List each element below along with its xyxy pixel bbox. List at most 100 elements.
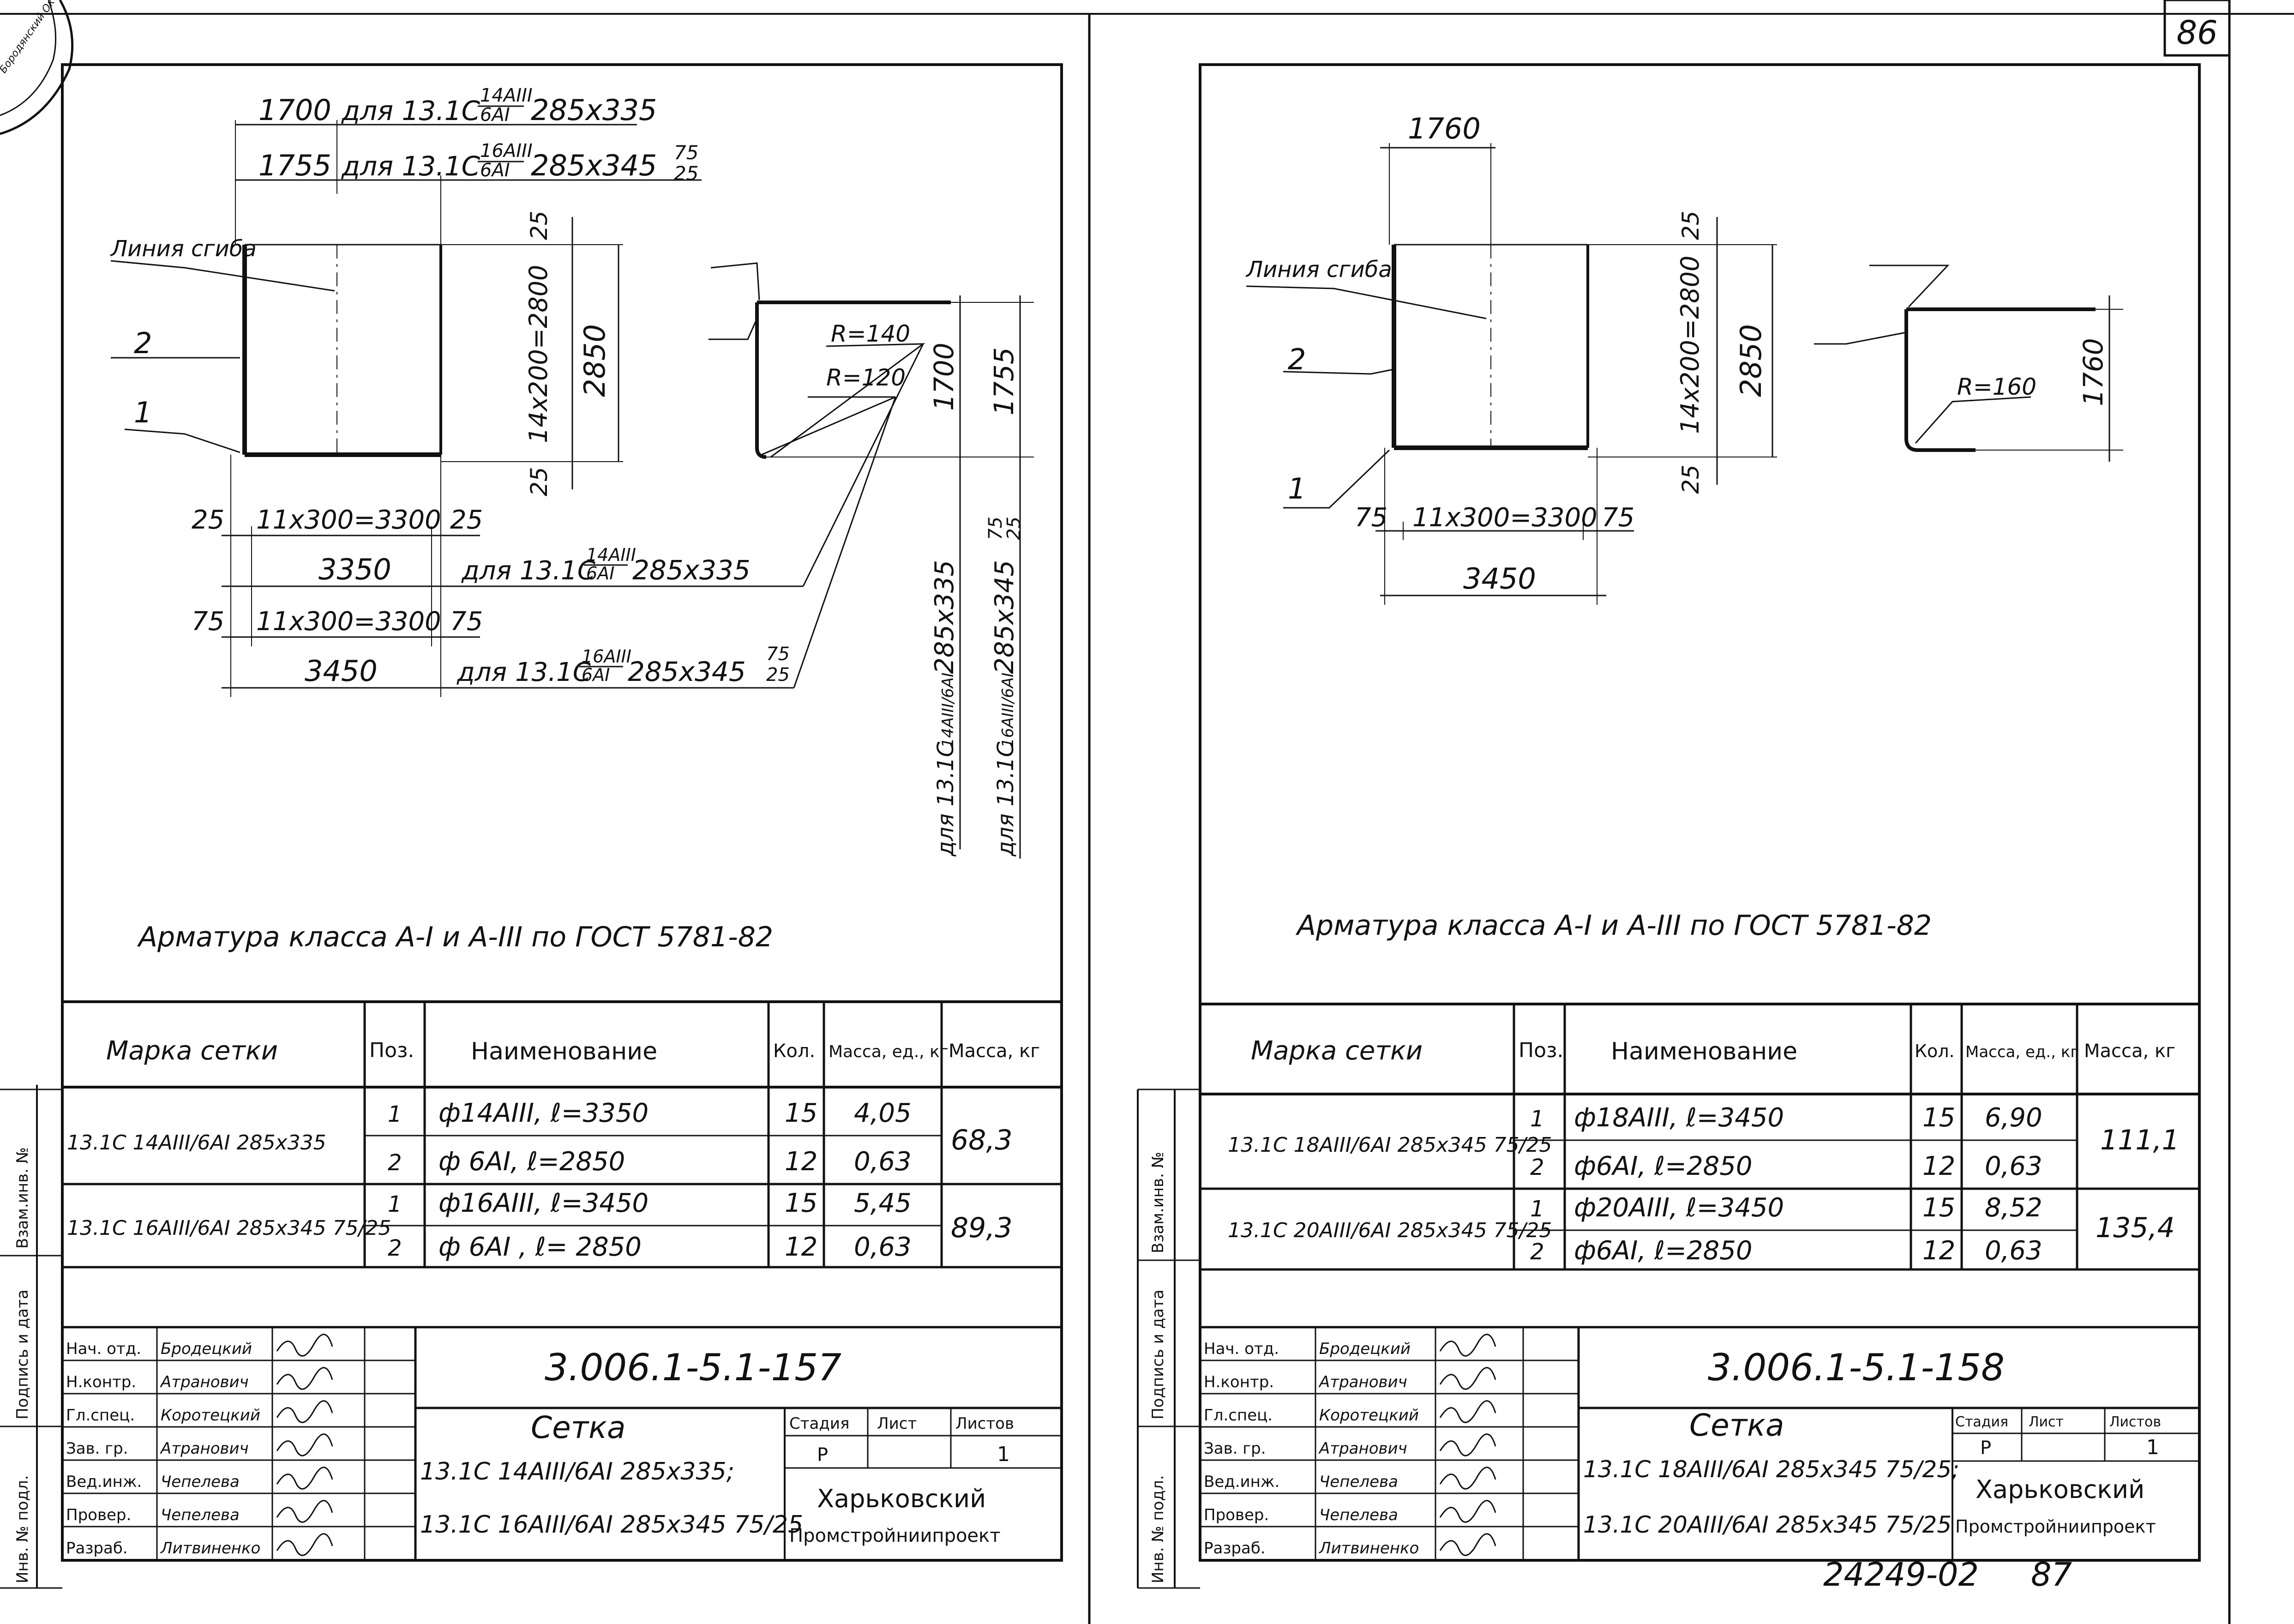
dim-1755-note: для 13.1С <box>341 150 480 182</box>
right-signature-rows: Нач. отд.БродецкийН.контр.АтрановичГл.сп… <box>1200 1334 1579 1561</box>
signature-name: Атранович <box>160 1439 249 1458</box>
signature-name: Атранович <box>1318 1439 1407 1458</box>
left-mesh-drawing <box>110 120 803 697</box>
signature-scribble <box>276 1533 333 1556</box>
r-pos-1: 1 <box>1288 472 1306 505</box>
right-org2: Промстройниипроект <box>1955 1516 2156 1537</box>
r-row2-mass1: 8,52 <box>1985 1193 2042 1223</box>
dim-1700-vert: 1700 <box>928 343 960 411</box>
r-row2-name1: ф20АIII, ℓ=3450 <box>1574 1193 1784 1223</box>
page-number: 86 <box>2176 14 2217 52</box>
signature-name: Чепелева <box>1319 1506 1398 1524</box>
signature-scribble <box>276 1500 333 1523</box>
left-stage-h: Стадия <box>789 1414 849 1433</box>
r-row1-qty1: 15 <box>1922 1103 1955 1133</box>
signature-name: Чепелева <box>1319 1473 1398 1491</box>
left-steel-note: Арматура класса А-I и А-III по ГОСТ 5781… <box>137 921 773 953</box>
left-side-strip: Инв. № подл. Подпись и дата Взам.инв. № <box>0 1085 62 1589</box>
r-dim-2850: 2850 <box>1734 324 1768 397</box>
th-mark: Марка сетки <box>106 1036 278 1066</box>
signature-name: Атранович <box>160 1373 249 1391</box>
corner-stamp: Бородянский Октябрьский <box>0 0 89 135</box>
signature-name: Атранович <box>1318 1373 1407 1391</box>
right-bent-bar-detail <box>1814 265 2123 462</box>
row2-mass1: 5,45 <box>854 1188 912 1218</box>
r-side-inv-podl: Инв. № подл. <box>1149 1475 1167 1583</box>
dim-1700: 1700 <box>258 93 331 127</box>
right-stage: Р <box>1980 1438 1991 1459</box>
pos-2-label: 2 <box>134 326 152 360</box>
left-spec-table: Марка сетки Поз. Наименование Кол. Масса… <box>62 1002 1062 1269</box>
signature-role: Разраб. <box>1204 1539 1266 1558</box>
bend-line-label: Линия сгиба <box>110 236 257 262</box>
r-row1-mass1: 6,90 <box>1985 1103 2042 1133</box>
row1-pos2: 2 <box>388 1150 402 1176</box>
dim-b25a: 25 <box>192 505 224 535</box>
dim-25-bottom: 25 <box>526 467 552 496</box>
row1-name1: ф14АIII, ℓ=3350 <box>438 1098 649 1128</box>
right-sheets-h: Листов <box>2109 1414 2161 1430</box>
dim-r120: R=120 <box>826 364 906 391</box>
r-dim-b75b: 75 <box>1602 503 1634 533</box>
row1-qty2: 12 <box>785 1147 817 1177</box>
dim-r140: R=140 <box>831 320 910 347</box>
left-sheet-h: Лист <box>877 1414 917 1433</box>
side-vzam-inv: Взам.инв. № <box>13 1147 32 1249</box>
r-row1-name2: ф6АI, ℓ=2850 <box>1574 1151 1753 1181</box>
left-org1: Харьковский <box>817 1484 986 1513</box>
r-row2-qty1: 15 <box>1922 1193 1955 1223</box>
left-doc-code: 3.006.1-5.1-157 <box>545 1346 841 1389</box>
r-dim-bspan: 11х300=3300 <box>1412 503 1597 533</box>
dim-1700-frac-num: 14АIII <box>480 85 533 106</box>
signature-scribble <box>1439 1433 1496 1456</box>
r-row2-mass2: 0,63 <box>1985 1236 2042 1266</box>
r-dim-25-top: 25 <box>1677 211 1704 240</box>
dim-3350-frac-num: 14АIII <box>586 545 636 565</box>
right-title-block: Нач. отд.БродецкийН.контр.АтрановичГл.сп… <box>1200 1326 2199 1561</box>
row1-total: 68,3 <box>951 1124 1013 1156</box>
th-qty: Кол. <box>773 1041 815 1062</box>
rot2-sub: 25 <box>1003 517 1025 540</box>
th-pos: Поз. <box>369 1039 414 1062</box>
r-dim-b75a: 75 <box>1355 503 1387 533</box>
r-row1-pos1: 1 <box>1530 1106 1544 1132</box>
right-sheets: 1 <box>2146 1436 2159 1459</box>
row2-pos2: 2 <box>388 1235 402 1261</box>
rot1-note: для 13.1С <box>933 741 959 857</box>
rot2-note: для 13.1С <box>993 741 1019 857</box>
r-row1-total: 111,1 <box>2100 1124 2180 1156</box>
dim-3450-frac-num: 16АIII <box>582 646 631 667</box>
r-th-pos: Поз. <box>1519 1039 1563 1062</box>
rot2-frac: 16АIII/6АI <box>999 673 1017 748</box>
left-doc-title: Сетка <box>531 1410 625 1445</box>
right-doc-title-line1: 13.1С 18АIII/6АI 285х345 75/25; <box>1583 1456 1959 1483</box>
dim-2850: 2850 <box>578 324 612 397</box>
row1-mass1: 4,05 <box>854 1098 912 1128</box>
r-row1-mass2: 0,63 <box>1985 1151 2042 1181</box>
rot2-size: 285х345 <box>990 560 1020 674</box>
dim-1755-size: 285х345 <box>531 149 657 182</box>
signature-role: Н.контр. <box>66 1373 136 1391</box>
r-dim-vspan: 14х200=2800 <box>1675 256 1705 434</box>
dim-3450-sub: 25 <box>766 664 790 686</box>
r-row2-pos1: 1 <box>1530 1196 1544 1222</box>
signature-role: Н.контр. <box>1204 1373 1274 1391</box>
dim-1755-sub: 25 <box>674 162 698 185</box>
signature-role: Разраб. <box>66 1539 128 1558</box>
signature-name: Бродецкий <box>1319 1340 1411 1358</box>
r-row1-qty2: 12 <box>1922 1151 1955 1181</box>
r-row2-name2: ф6АI, ℓ=2850 <box>1574 1236 1753 1266</box>
dim-25-top: 25 <box>526 211 552 240</box>
rot1-frac: 14АIII/6АI <box>939 673 957 748</box>
r-row2-mark: 13.1С 20АIII/6АI 285х345 75/25 <box>1228 1219 1552 1242</box>
r-bend-line-label: Линия сгиба <box>1245 257 1392 283</box>
signature-scribble <box>276 1400 333 1423</box>
left-org2: Промстройниипроект <box>789 1525 1001 1546</box>
dim-bspan1: 11х300=3300 <box>256 505 441 535</box>
signature-role: Зав. гр. <box>66 1439 128 1458</box>
signature-role: Нач. отд. <box>1204 1340 1279 1358</box>
row1-name2: ф 6АI, ℓ=2850 <box>438 1147 625 1177</box>
right-dimension-texts: 1760 Линия сгиба 2 1 25 14х200=2800 2850… <box>1245 112 2109 595</box>
dim-1700-size: 285х335 <box>531 93 657 127</box>
row2-qty2: 12 <box>785 1232 817 1262</box>
